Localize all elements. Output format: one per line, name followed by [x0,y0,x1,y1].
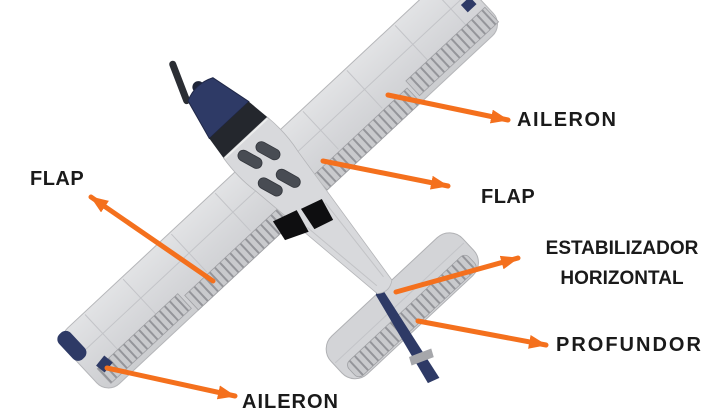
arrow-aileron-bottom [104,365,238,400]
arrow-flap-left [88,194,216,284]
fuselage [187,77,393,295]
propeller-blade [169,60,191,105]
right-wingtip-patch [460,0,477,13]
left-wingtip-stripe [57,330,87,361]
right-aileron-surface [405,6,500,97]
rear-windows [272,198,334,241]
arrow-aileron-top [385,92,511,124]
label-flap-left: FLAP [30,168,85,190]
left-aileron-surface [96,293,192,384]
label-estabilizador-line1: ESTABILIZADOR [545,238,699,259]
engine-cowling [187,77,250,140]
roof-bow [224,117,269,159]
arrow-profundor [415,318,549,349]
label-aileron-top: AILERON [517,109,618,131]
arrow-flap-right [320,158,451,190]
label-estabilizador-horizontal: ESTABILIZADOR HORIZONTAL [528,234,710,294]
cabin-windows [237,141,301,197]
fuselage-body [222,116,393,295]
label-flap-right: FLAP [481,186,536,208]
label-aileron-bottom: AILERON [242,391,339,413]
arrow-estabilizador [393,255,521,295]
tailwheel [409,348,434,366]
windshield [209,101,268,159]
label-profundor: PROFUNDOR [556,334,703,356]
tailcone-lines [307,202,384,287]
label-estabilizador-line2: HORIZONTAL [560,268,684,289]
left-wingtip-patch [96,355,113,373]
